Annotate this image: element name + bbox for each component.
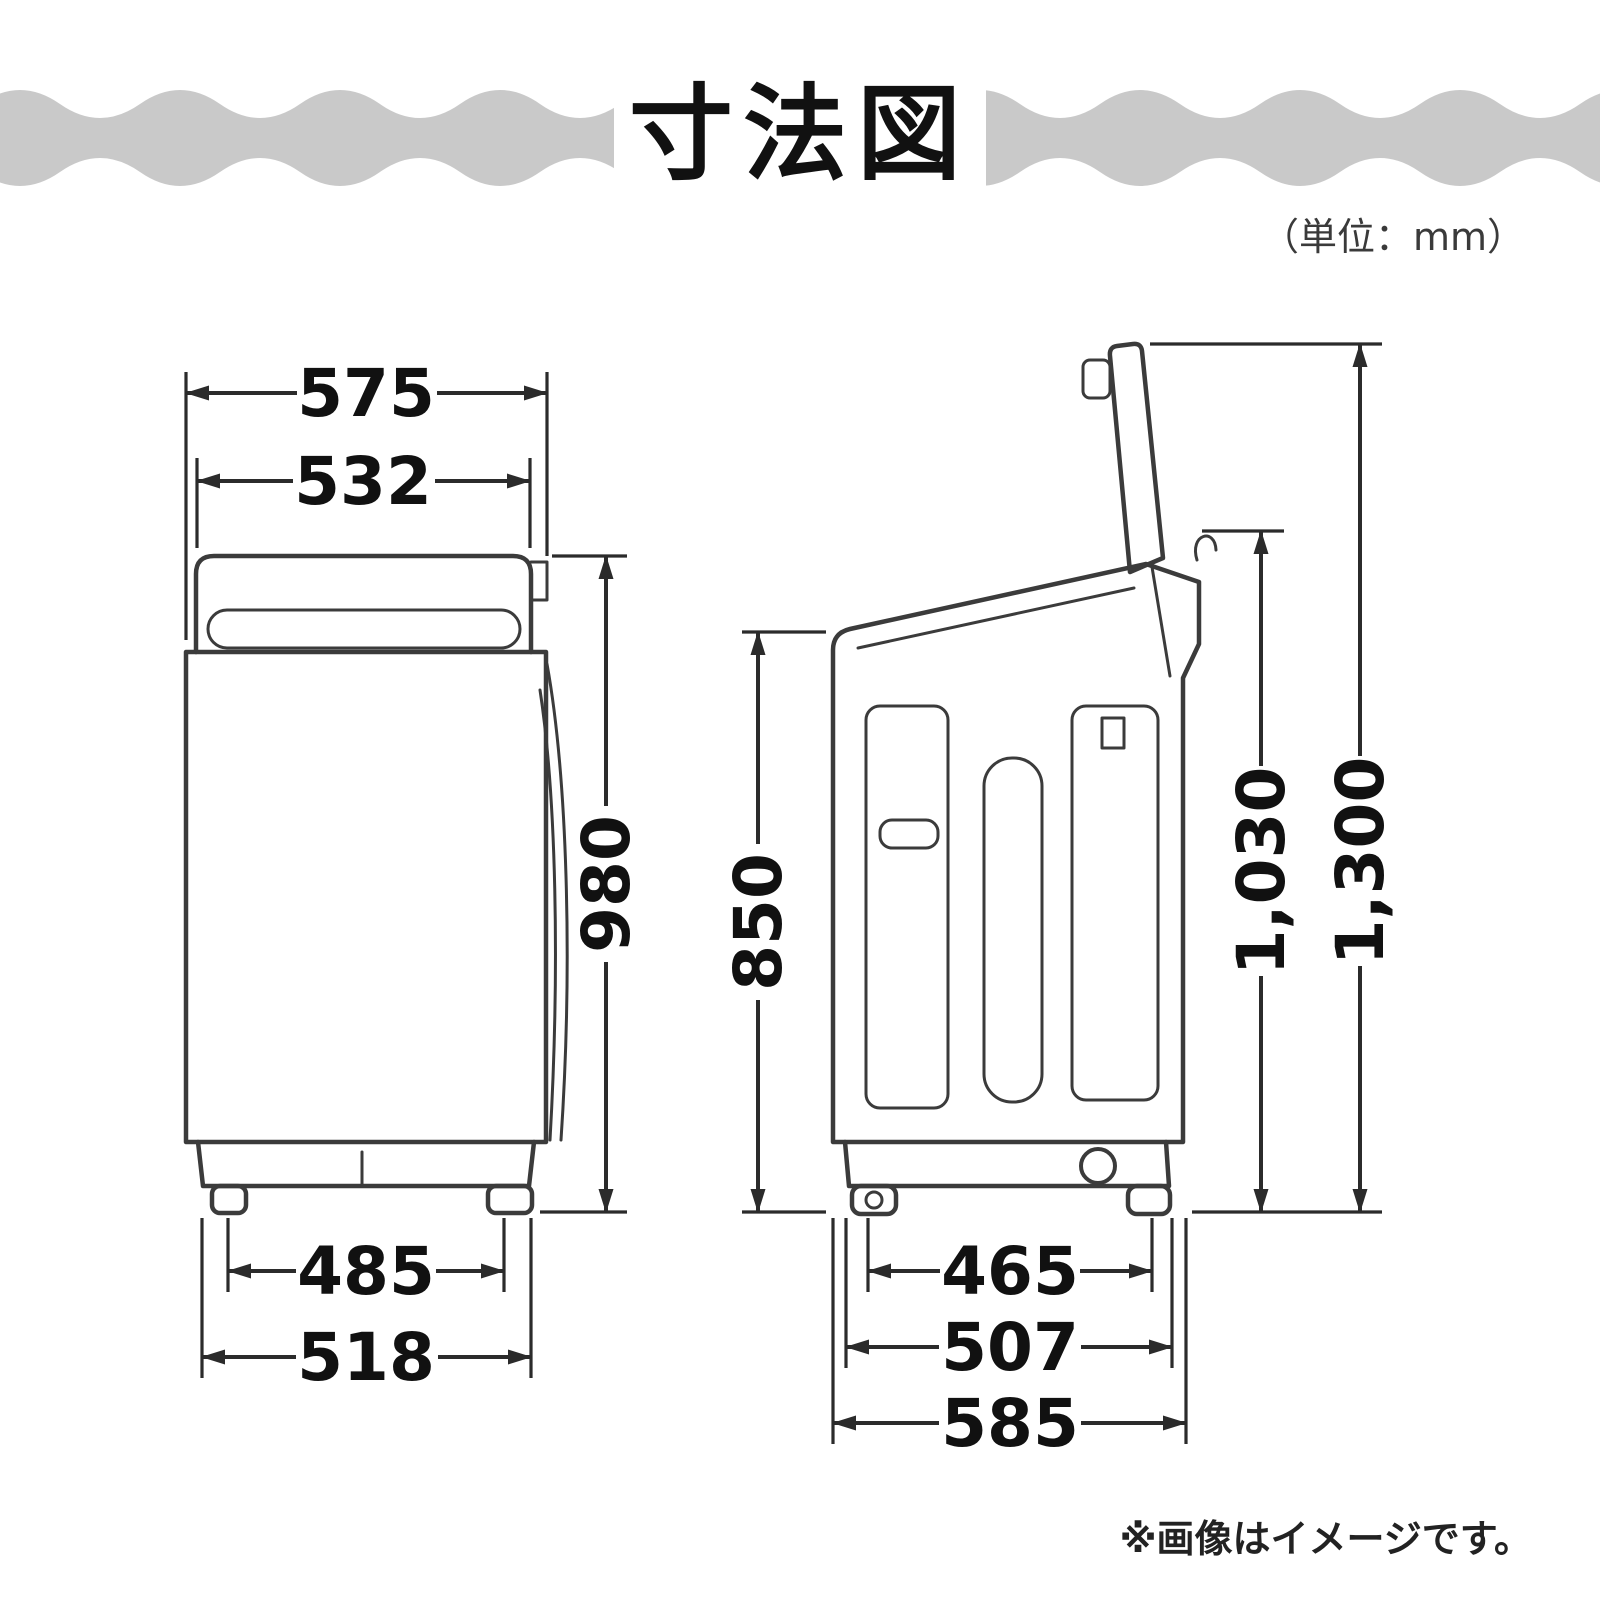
dim-side-depth-total-value: 585 [941, 1385, 1079, 1462]
dimension-label-backing [1226, 766, 1296, 976]
side-body-outline [830, 561, 1202, 1145]
dim-side-feet-span: 465 [866, 1218, 1154, 1310]
side-panel-line-1 [864, 704, 950, 1110]
front-foot-left [209, 1183, 249, 1216]
dimension-label-backing [940, 1238, 1080, 1304]
dimension-label-backing [939, 1314, 1081, 1380]
front-hose-inner [538, 688, 557, 1142]
side-foot-right [1125, 1183, 1173, 1217]
dimension-label-backing [571, 806, 641, 962]
title-banner: 寸法図 [0, 58, 1600, 200]
unit-label: （単位：mm） [1261, 215, 1525, 259]
side-panel-line-2 [982, 756, 1044, 1104]
dim-side-height-body: 850 [720, 630, 826, 1214]
side-lid-handle [1081, 358, 1112, 400]
side-console-edge [1150, 565, 1172, 678]
front-lid-outline [193, 553, 534, 655]
side-drain-cap [1079, 1147, 1117, 1185]
dim-side-height-lid-open: 1,300 [1150, 342, 1399, 1214]
side-foot-left-wheel [864, 1190, 884, 1210]
dimension-label-backing [293, 448, 435, 514]
dimension-label-backing [939, 1390, 1081, 1456]
dim-side-height-body-value: 850 [720, 853, 797, 991]
image-disclaimer-note: ※画像はイメージです。 [1120, 1517, 1532, 1561]
dim-front-base-width: 518 [200, 1218, 533, 1396]
dim-side-height-lid-closed: 1,030 [1202, 529, 1300, 1213]
dim-side-depth-body-value: 507 [941, 1309, 1079, 1386]
side-panel-square [1100, 716, 1126, 750]
dimension-label-backing [1325, 756, 1395, 966]
side-panel-slot [878, 818, 940, 850]
front-inlet [529, 560, 549, 602]
dimension-label-backing [297, 360, 437, 426]
dimension-label-backing [296, 1324, 438, 1390]
dim-front-height: 980 [540, 554, 645, 1214]
dim-side-height-lid-open-value: 1,300 [1322, 757, 1399, 966]
page-title: 寸法図 [629, 73, 971, 195]
front-view-drawing [183, 553, 569, 1216]
dim-side-height-lid-closed-value: 1,030 [1223, 767, 1300, 976]
side-hinge-hook [1194, 534, 1218, 562]
dim-front-height-value: 980 [568, 815, 645, 953]
front-base [195, 1139, 537, 1189]
side-panel-line-3 [1070, 704, 1160, 1102]
side-view-drawing [830, 341, 1218, 1217]
dim-side-feet-span-value: 465 [941, 1233, 1079, 1310]
dim-front-width-total-value: 575 [297, 355, 435, 432]
title-background [614, 58, 986, 200]
side-lid-open [1107, 341, 1166, 575]
dimension-label-backing [723, 844, 793, 1000]
dim-side-depth-total: 585 [831, 1218, 1188, 1462]
front-lid-seam [206, 608, 522, 650]
front-hose [545, 662, 569, 1142]
dim-front-width-lid-value: 532 [294, 443, 432, 520]
dim-side-depth-body: 507 [844, 1218, 1174, 1386]
dim-front-width-lid: 532 [195, 443, 532, 548]
dim-front-feet-span-value: 485 [297, 1233, 435, 1310]
side-base [842, 1139, 1172, 1189]
dim-front-width-total: 575 [184, 355, 549, 640]
dim-front-feet-span: 485 [226, 1218, 506, 1310]
front-foot-right [485, 1183, 535, 1216]
dimension-label-backing [296, 1238, 436, 1304]
dim-front-base-width-value: 518 [297, 1319, 435, 1396]
side-foot-left [849, 1183, 899, 1217]
front-body-outline [183, 649, 549, 1145]
side-top-seam [856, 586, 1136, 650]
